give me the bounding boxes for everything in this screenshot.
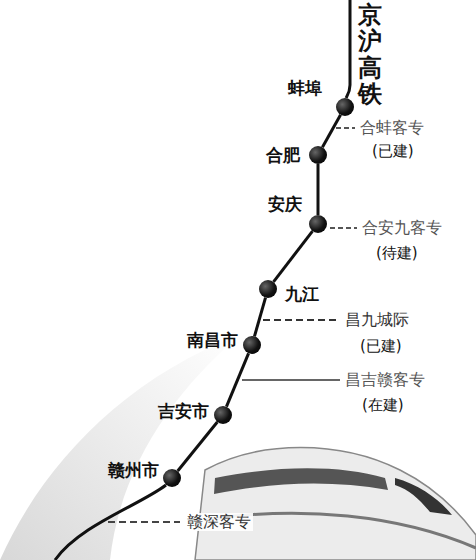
station-dot: 赣州市: [163, 469, 181, 487]
rail-segment: [317, 164, 320, 215]
station-name: 合肥: [266, 146, 300, 165]
rail-segment: [226, 353, 248, 406]
status-note: (已建): [360, 338, 402, 355]
branch-leader: [242, 379, 340, 381]
rail-segment: [273, 231, 312, 282]
status-note: (待建): [376, 245, 418, 262]
branch-leader: [330, 227, 357, 229]
station-name: 九江: [285, 285, 319, 304]
station-dot: 九江: [259, 280, 277, 298]
branch-name: 合安九客专: [362, 219, 442, 237]
rail-segment: [178, 422, 218, 471]
station-name: 赣州市: [108, 461, 159, 480]
station-dot: 吉安市: [214, 406, 232, 424]
status-note: (在建): [362, 397, 404, 414]
branch-leader: [108, 521, 180, 523]
train-windows: [214, 468, 388, 494]
status-note: (已建): [372, 143, 414, 160]
rail-segment: [322, 115, 340, 147]
branch-leader: [263, 319, 340, 321]
line-title: 京沪高铁: [358, 2, 382, 108]
station-dot: 蚌埠: [336, 98, 354, 116]
branch-name: 昌吉赣客专: [345, 371, 425, 389]
branch-name: 昌九城际: [345, 311, 409, 329]
rail-line: [346, 0, 350, 98]
train-body: [195, 448, 476, 560]
branch-leader: [336, 127, 355, 129]
rail-segment: [254, 298, 265, 337]
station-name: 蚌埠: [288, 79, 322, 98]
station-name: 南昌市: [187, 331, 238, 350]
station-name: 安庆: [268, 195, 302, 214]
station-dot: 合肥: [309, 146, 327, 164]
station-dot: 南昌市: [243, 336, 261, 354]
branch-name: 赣深客专: [185, 513, 253, 531]
station-dot: 安庆: [309, 215, 327, 233]
branch-name: 合蚌客专: [360, 119, 424, 137]
station-name: 吉安市: [158, 402, 209, 421]
train-windscreen: [395, 478, 452, 515]
